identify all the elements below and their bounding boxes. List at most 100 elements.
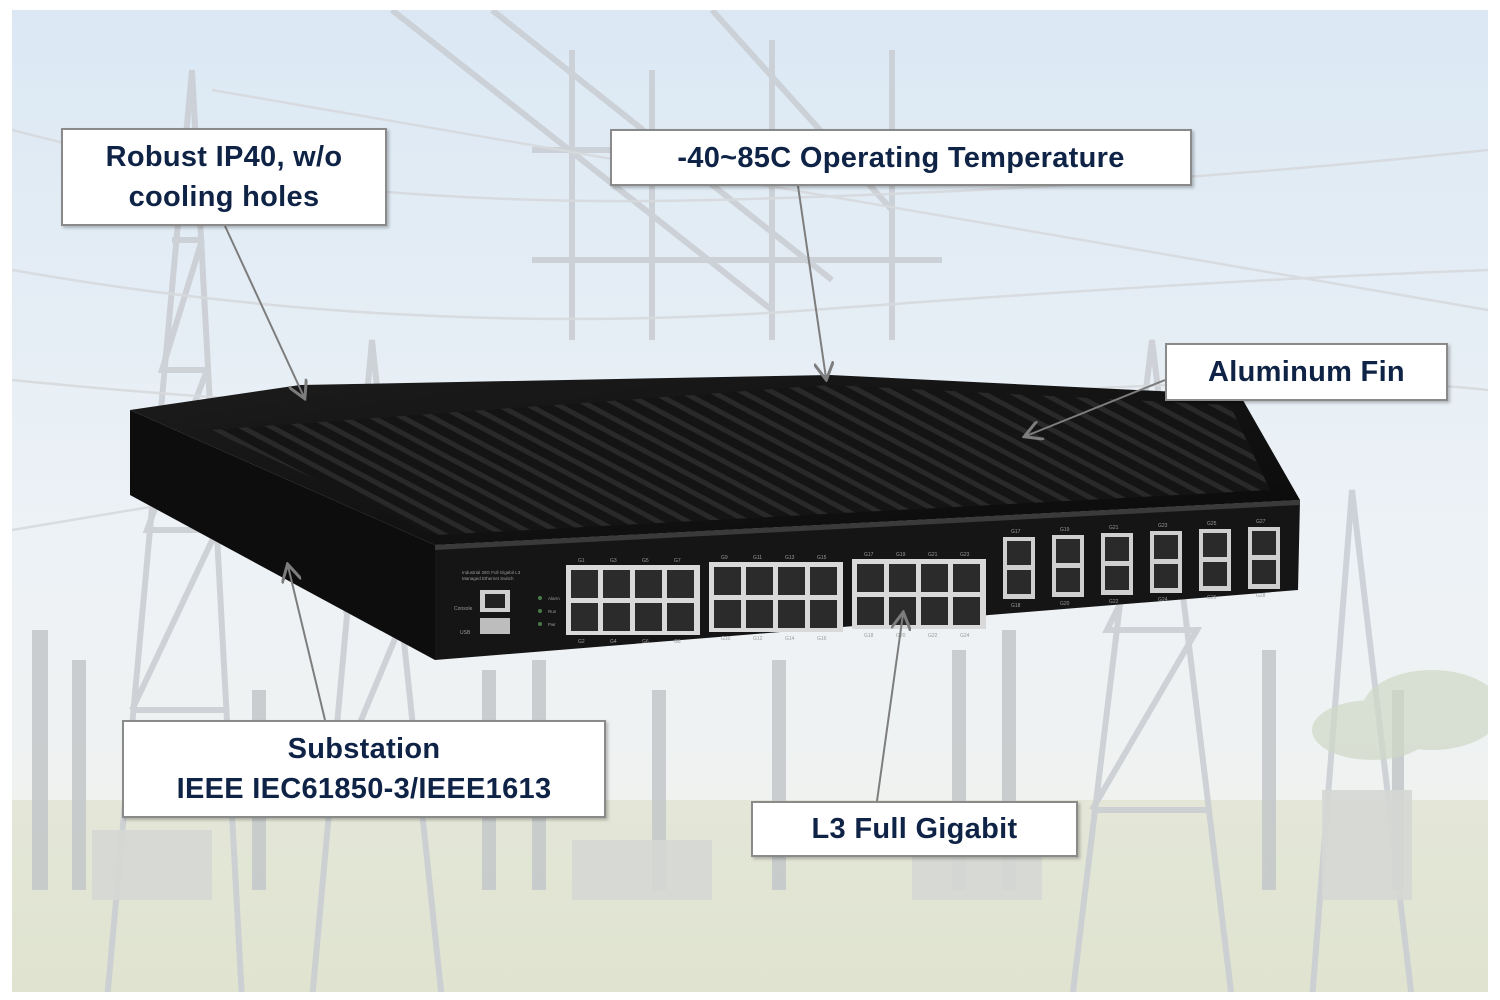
callout-robust-line2: cooling holes bbox=[128, 181, 320, 213]
rj45-port-label: G4 bbox=[610, 639, 617, 645]
rj45-port bbox=[746, 567, 773, 595]
usb-port bbox=[480, 618, 510, 634]
led-label: Alarm bbox=[548, 596, 560, 601]
sfp-port-label: G26 bbox=[1207, 595, 1217, 601]
rj45-port bbox=[714, 600, 741, 628]
rj45-port bbox=[714, 567, 741, 595]
callout-substation-line2: IEEE IEC61850-3/IEEE1613 bbox=[176, 773, 552, 805]
chassis-side bbox=[130, 410, 435, 660]
sfp-port-label: G20 bbox=[1060, 601, 1070, 607]
rj45-port bbox=[953, 597, 980, 625]
rj45-port-label: G18 bbox=[864, 633, 874, 639]
sfp-port-label: G23 bbox=[1158, 523, 1168, 529]
sfp-slot bbox=[1203, 562, 1227, 586]
sfp-slot bbox=[1203, 533, 1227, 557]
rj45-port-label: G23 bbox=[960, 552, 970, 558]
console-label: Console bbox=[454, 606, 473, 612]
rj45-port-label: G22 bbox=[928, 633, 938, 639]
led-label: Run bbox=[548, 609, 557, 614]
sfp-slot bbox=[1154, 535, 1178, 559]
rj45-port-label: G13 bbox=[785, 555, 795, 561]
sfp-port-label: G25 bbox=[1207, 521, 1217, 527]
rj45-port bbox=[746, 600, 773, 628]
rj45-port-label: G24 bbox=[960, 633, 970, 639]
rj45-port bbox=[857, 597, 884, 625]
model-text-line2: Managed Ethernet Switch bbox=[462, 576, 514, 581]
rj45-port bbox=[953, 564, 980, 592]
rj45-port-label: G2 bbox=[578, 639, 585, 645]
rj45-port-label: G7 bbox=[674, 558, 681, 564]
rj45-port-label: G16 bbox=[817, 636, 827, 642]
rj45-port-label: G6 bbox=[642, 639, 649, 645]
rj45-port-label: G1 bbox=[578, 558, 585, 564]
rj45-port bbox=[810, 600, 837, 628]
rj45-port bbox=[810, 567, 837, 595]
rj45-port-label: G11 bbox=[753, 555, 762, 561]
rj45-port bbox=[889, 564, 916, 592]
rj45-port bbox=[921, 597, 948, 625]
rj45-port-label: G10 bbox=[721, 636, 731, 642]
aluminum-fins bbox=[210, 385, 1270, 535]
rj45-port bbox=[921, 564, 948, 592]
status-led bbox=[538, 609, 542, 613]
rj45-port bbox=[635, 603, 662, 631]
rj45-port-label: G9 bbox=[721, 555, 728, 561]
rj45-port bbox=[571, 570, 598, 598]
rj45-port-label: G17 bbox=[864, 552, 874, 558]
rj45-port-label: G15 bbox=[817, 555, 827, 561]
status-led bbox=[538, 622, 542, 626]
rj45-port-label: G3 bbox=[610, 558, 617, 564]
rj45-port-label: G5 bbox=[642, 558, 649, 564]
rj45-port bbox=[778, 567, 805, 595]
rj45-port-label: G21 bbox=[928, 552, 938, 558]
sfp-slot bbox=[1105, 537, 1129, 561]
rj45-port-label: G12 bbox=[753, 636, 763, 642]
callout-aluminum-text: Aluminum Fin bbox=[1208, 356, 1405, 388]
rj45-port bbox=[603, 603, 630, 631]
model-text-line1: Industrial 28G Full Gigabit L3 bbox=[462, 570, 521, 575]
rj45-port bbox=[571, 603, 598, 631]
rj45-port-label: G19 bbox=[896, 552, 906, 558]
callout-gigabit-text: L3 Full Gigabit bbox=[811, 813, 1018, 845]
rj45-port-label: G8 bbox=[674, 639, 681, 645]
sfp-slot bbox=[1154, 564, 1178, 588]
sfp-port-label: G22 bbox=[1109, 599, 1119, 605]
callout-temperature-text: -40~85C Operating Temperature bbox=[677, 141, 1125, 174]
callout-operating-temperature: -40~85C Operating Temperature bbox=[610, 129, 1192, 186]
sfp-port-label: G21 bbox=[1109, 525, 1119, 531]
callout-aluminum-fin: Aluminum Fin bbox=[1165, 343, 1448, 401]
rj45-port bbox=[667, 570, 694, 598]
rj45-port bbox=[667, 603, 694, 631]
rj45-port-label: G14 bbox=[785, 636, 795, 642]
callout-robust-line1: Robust IP40, w/o bbox=[105, 141, 343, 173]
callout-substation: Substation IEEE IEC61850-3/IEEE1613 bbox=[122, 720, 606, 818]
rj45-port bbox=[635, 570, 662, 598]
rj45-port bbox=[778, 600, 805, 628]
sfp-port-label: G28 bbox=[1256, 593, 1266, 599]
sfp-slot bbox=[1252, 560, 1276, 584]
rj45-port bbox=[857, 564, 884, 592]
sfp-port-label: G18 bbox=[1011, 603, 1021, 609]
sfp-slot bbox=[1056, 539, 1080, 563]
rj45-port bbox=[889, 597, 916, 625]
sfp-slot bbox=[1105, 566, 1129, 590]
sfp-slot bbox=[1056, 568, 1080, 592]
status-led bbox=[538, 596, 542, 600]
sfp-port-label: G19 bbox=[1060, 527, 1070, 533]
rj45-port-label: G20 bbox=[896, 633, 906, 639]
sfp-slot bbox=[1252, 531, 1276, 555]
callout-l3-gigabit: L3 Full Gigabit bbox=[751, 801, 1078, 857]
usb-label: USB bbox=[460, 630, 471, 636]
sfp-slot bbox=[1007, 541, 1031, 565]
sfp-port-label: G27 bbox=[1256, 519, 1266, 525]
console-port-jack bbox=[485, 594, 505, 608]
callout-robust-ip40: Robust IP40, w/o cooling holes bbox=[61, 128, 387, 226]
sfp-port-label: G17 bbox=[1011, 529, 1021, 535]
callout-substation-line1: Substation bbox=[287, 733, 441, 765]
sfp-slot bbox=[1007, 570, 1031, 594]
rj45-port bbox=[603, 570, 630, 598]
sfp-port-label: G24 bbox=[1158, 597, 1168, 603]
led-label: Pwr bbox=[548, 622, 556, 627]
